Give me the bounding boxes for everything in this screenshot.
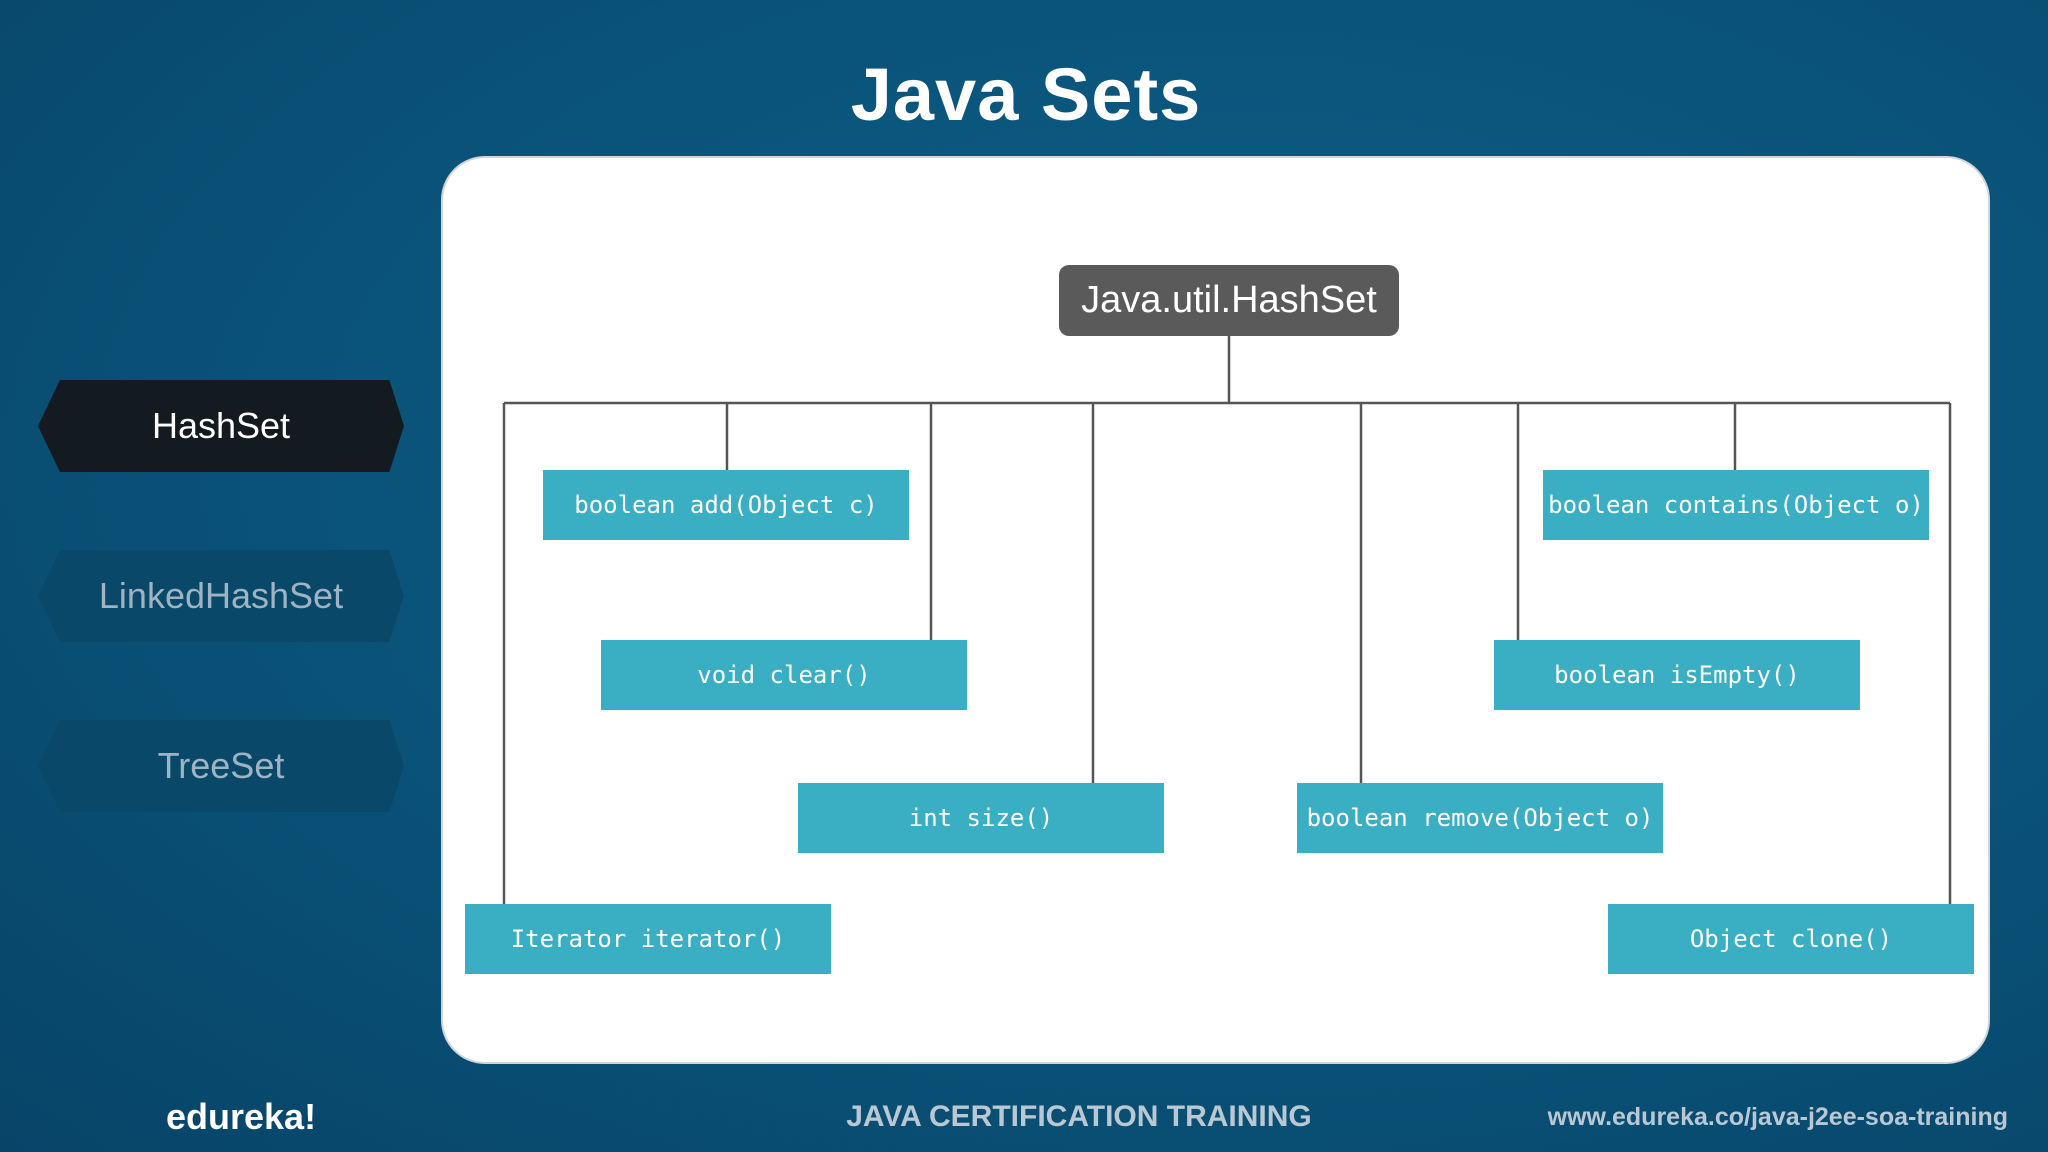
slide-title: Java Sets [850,53,1202,136]
edureka-logo: edureka! [166,1096,317,1137]
course-title: JAVA CERTIFICATION TRAINING [846,1100,1312,1133]
method-iterator: Iterator iterator() [465,904,831,974]
tab-treeset[interactable]: TreeSet [38,720,404,812]
method-contains: boolean contains(Object o) [1543,470,1929,540]
tab-hashset-label: HashSet [151,405,291,446]
tab-hashset[interactable]: HashSet [38,380,404,472]
footer-url: www.edureka.co/java-j2ee-soa-training [1547,1103,2008,1131]
method-clear: void clear() [601,640,967,710]
tab-linkedhashset-label: LinkedHashSet [98,575,344,616]
method-remove: boolean remove(Object o) [1297,783,1663,853]
method-size: int size() [798,783,1164,853]
method-isempty: boolean isEmpty() [1494,640,1860,710]
tab-linkedhashset[interactable]: LinkedHashSet [38,550,404,642]
tab-treeset-label: TreeSet [157,745,285,786]
method-add: boolean add(Object c) [543,470,909,540]
method-clone: Object clone() [1608,904,1974,974]
root-class-box: Java.util.HashSet [1059,265,1399,336]
